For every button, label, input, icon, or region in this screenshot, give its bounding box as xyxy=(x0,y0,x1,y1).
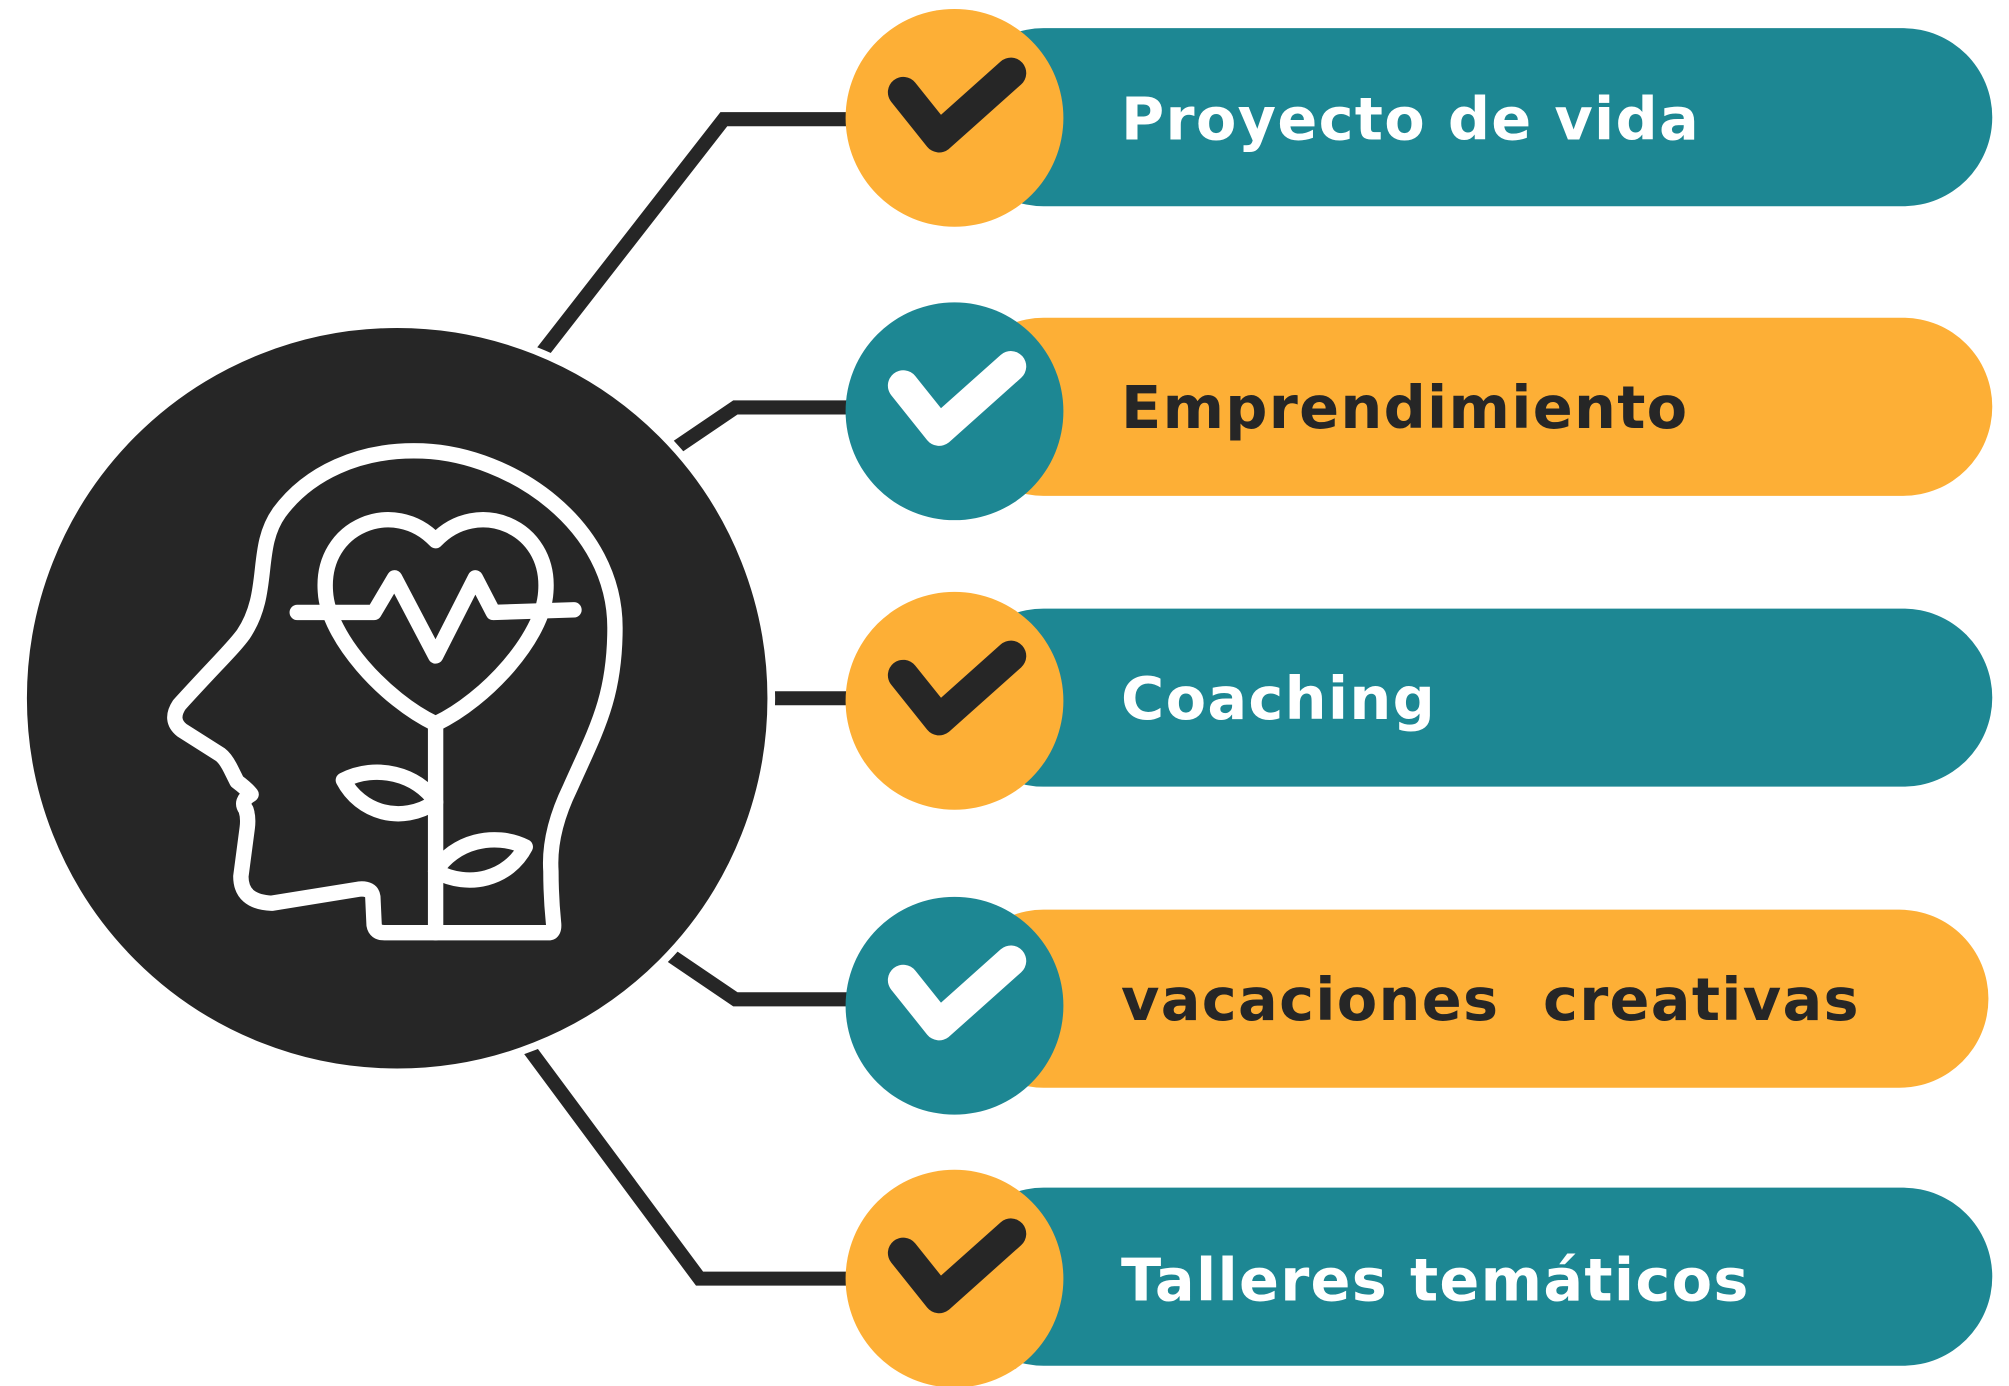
item-pill-3 xyxy=(954,608,1993,787)
item-pill-1 xyxy=(954,28,1993,207)
item-pill-2 xyxy=(954,317,1993,496)
item-5 xyxy=(845,1169,1993,1386)
items-layer xyxy=(845,8,1993,1386)
connector-5 xyxy=(517,1036,865,1286)
item-pill-5 xyxy=(954,1187,1993,1366)
item-label-3: Coaching xyxy=(1121,663,1437,733)
item-1 xyxy=(845,8,1993,227)
check-icon xyxy=(887,1218,1027,1314)
heartbeat-line xyxy=(289,570,582,664)
item-label-2: Emprendimiento xyxy=(1121,372,1689,443)
item-4 xyxy=(845,896,1989,1115)
item-pill-4 xyxy=(954,909,1989,1088)
connector-2 xyxy=(655,400,865,465)
head-outline xyxy=(167,443,623,941)
item-3 xyxy=(845,591,1993,810)
item-label-4: vacaciones creativas xyxy=(1121,964,1860,1034)
heart-outline xyxy=(317,512,554,732)
check-icon xyxy=(887,640,1027,736)
leaf-right xyxy=(427,832,533,888)
check-icon xyxy=(887,351,1027,446)
item-2 xyxy=(845,302,1993,521)
head-with-heart-and-plant-icon xyxy=(167,443,623,941)
connector-4 xyxy=(655,942,865,1007)
item-label-1: Proyecto de vida xyxy=(1121,84,1701,154)
connectors xyxy=(517,112,865,1286)
check-icon xyxy=(887,945,1027,1041)
leaf-left xyxy=(335,764,444,822)
item-label-5: Talleres temáticos xyxy=(1121,1245,1750,1315)
connector-1 xyxy=(519,112,865,379)
check-icon xyxy=(887,57,1027,153)
